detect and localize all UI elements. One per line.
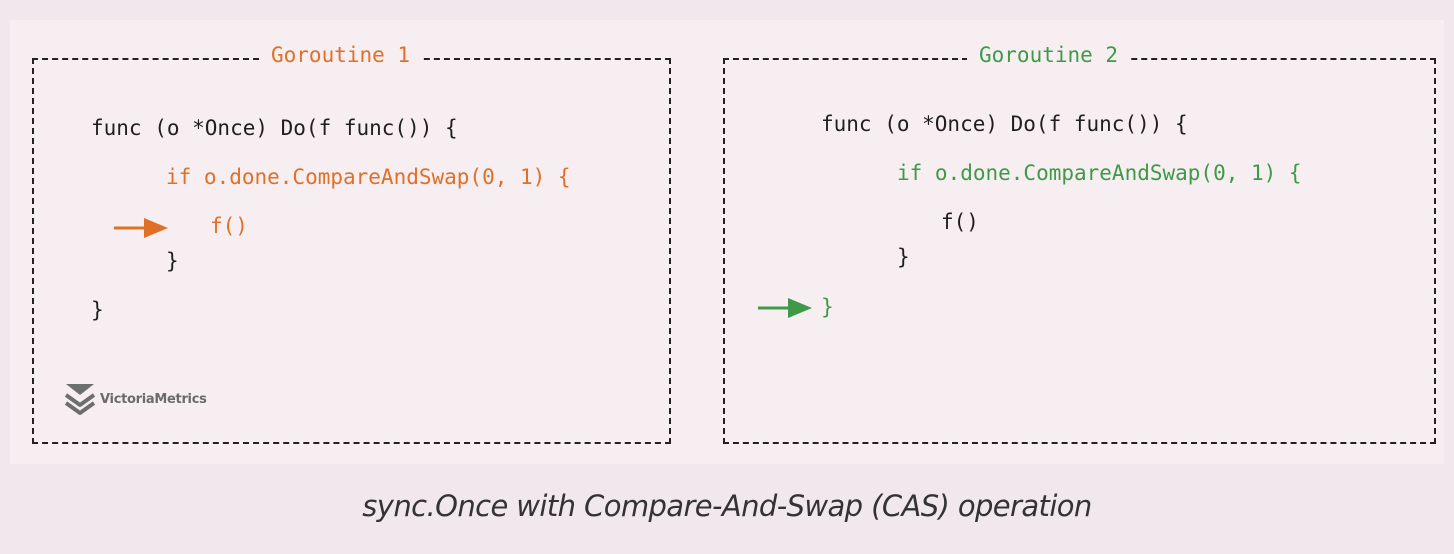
figure-caption: sync.Once with Compare-And-Swap (CAS) op… — [362, 489, 1092, 523]
goroutine-1-code-line-5: } — [91, 298, 104, 322]
goroutine-2-title: Goroutine 2 — [967, 42, 1131, 68]
victoriametrics-logo-icon — [64, 384, 96, 415]
goroutine-2-code-line-5: } — [821, 295, 834, 319]
goroutine-1-title: Goroutine 1 — [259, 42, 423, 68]
goroutine-1-code-line-1: func (o *Once) Do(f func()) { — [91, 116, 458, 140]
goroutine-2-code-line-3: f() — [941, 210, 979, 234]
goroutine-2-code-line-1: func (o *Once) Do(f func()) { — [821, 112, 1188, 136]
diagram-canvas — [10, 20, 1444, 464]
goroutine-1-code-line-4: } — [166, 249, 179, 273]
goroutine-2-arrow-icon — [758, 298, 812, 318]
logo-text: VictoriaMetrics — [100, 391, 207, 407]
goroutine-2-code-line-2: if o.done.CompareAndSwap(0, 1) { — [897, 161, 1302, 185]
goroutine-1-arrow-icon — [114, 218, 168, 238]
goroutine-1-code-line-2: if o.done.CompareAndSwap(0, 1) { — [166, 165, 571, 189]
goroutine-2-code-line-4: } — [897, 245, 910, 269]
goroutine-1-code-line-3: f() — [210, 214, 248, 238]
victoriametrics-logo: VictoriaMetrics — [64, 382, 207, 416]
